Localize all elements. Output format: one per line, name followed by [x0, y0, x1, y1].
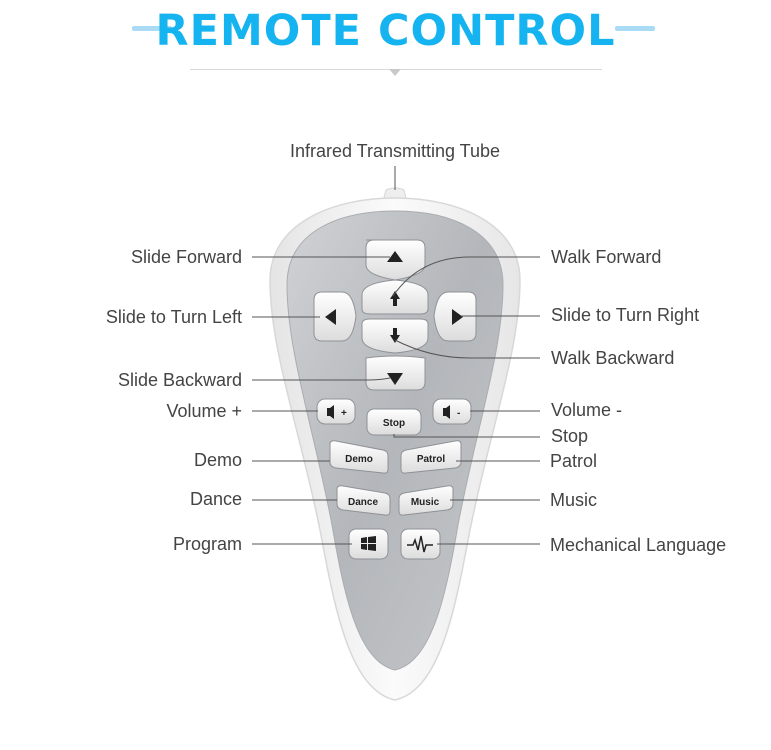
music-button-label: Music	[411, 497, 440, 508]
leader-walk-backward	[394, 339, 540, 359]
dance-button-label: Dance	[348, 497, 378, 508]
volume-down-button: -	[432, 398, 472, 425]
leader-stop	[393, 434, 540, 438]
label-slide-turn-right: Slide to Turn Right	[551, 305, 700, 325]
label-dance: Dance	[189, 489, 242, 509]
triangle-left-icon	[325, 309, 336, 325]
triangle-up-icon	[387, 251, 403, 262]
music-button: Music	[398, 485, 454, 516]
walk-backward-button	[361, 318, 429, 354]
leader-slide-backward	[252, 377, 391, 381]
label-slide-turn-left: Slide to Turn Left	[105, 307, 242, 327]
demo-button-label: Demo	[345, 454, 373, 465]
label-program: Program	[172, 534, 242, 554]
label-patrol: Patrol	[550, 451, 598, 471]
label-walk-forward: Walk Forward	[551, 247, 662, 267]
slide-backward-button	[365, 355, 426, 391]
program-button	[348, 528, 389, 560]
label-music: Music	[550, 490, 598, 510]
stop-button-label: Stop	[383, 418, 405, 429]
label-volume-up: Volume +	[166, 401, 242, 421]
label-walk-backward: Walk Backward	[551, 348, 675, 368]
waveform-icon	[407, 535, 433, 553]
volume-up-symbol: +	[341, 408, 347, 419]
label-demo: Demo	[193, 450, 242, 470]
title-dash-right	[615, 26, 655, 31]
speaker-icon	[443, 405, 450, 419]
dance-button: Dance	[336, 485, 391, 516]
demo-button: Demo	[329, 440, 389, 474]
leader-walk-forward	[392, 256, 540, 297]
label-slide-backward: Slide Backward	[117, 370, 242, 390]
divider-pointer-icon	[389, 69, 401, 76]
leader-lines	[252, 166, 540, 545]
mechanical-language-button	[400, 528, 441, 560]
speaker-icon	[327, 405, 334, 419]
label-slide-forward: Slide Forward	[130, 247, 242, 267]
triangle-down-icon	[387, 373, 403, 385]
label-stop: Stop	[551, 426, 589, 446]
patrol-button-label: Patrol	[417, 454, 446, 465]
label-volume-down: Volume -	[551, 400, 623, 420]
page-title: REMOTE CONTROL	[155, 6, 616, 56]
up-arrow-icon	[390, 291, 400, 306]
volume-up-button: +	[316, 398, 356, 425]
label-mechanical-language: Mechanical Language	[550, 535, 727, 555]
volume-down-symbol: -	[457, 408, 460, 419]
slide-turn-right-button	[433, 291, 477, 342]
label-infrared-tube: Infrared Transmitting Tube	[289, 141, 501, 161]
walk-forward-button	[361, 279, 429, 315]
stop-button: Stop	[366, 408, 422, 436]
patrol-button: Patrol	[400, 440, 462, 474]
triangle-right-icon	[452, 309, 463, 325]
slide-forward-button	[365, 239, 426, 281]
slide-turn-left-button	[313, 291, 357, 342]
windows-logo-icon	[361, 536, 376, 551]
title-dash-left	[132, 26, 172, 31]
down-arrow-icon	[390, 328, 400, 343]
